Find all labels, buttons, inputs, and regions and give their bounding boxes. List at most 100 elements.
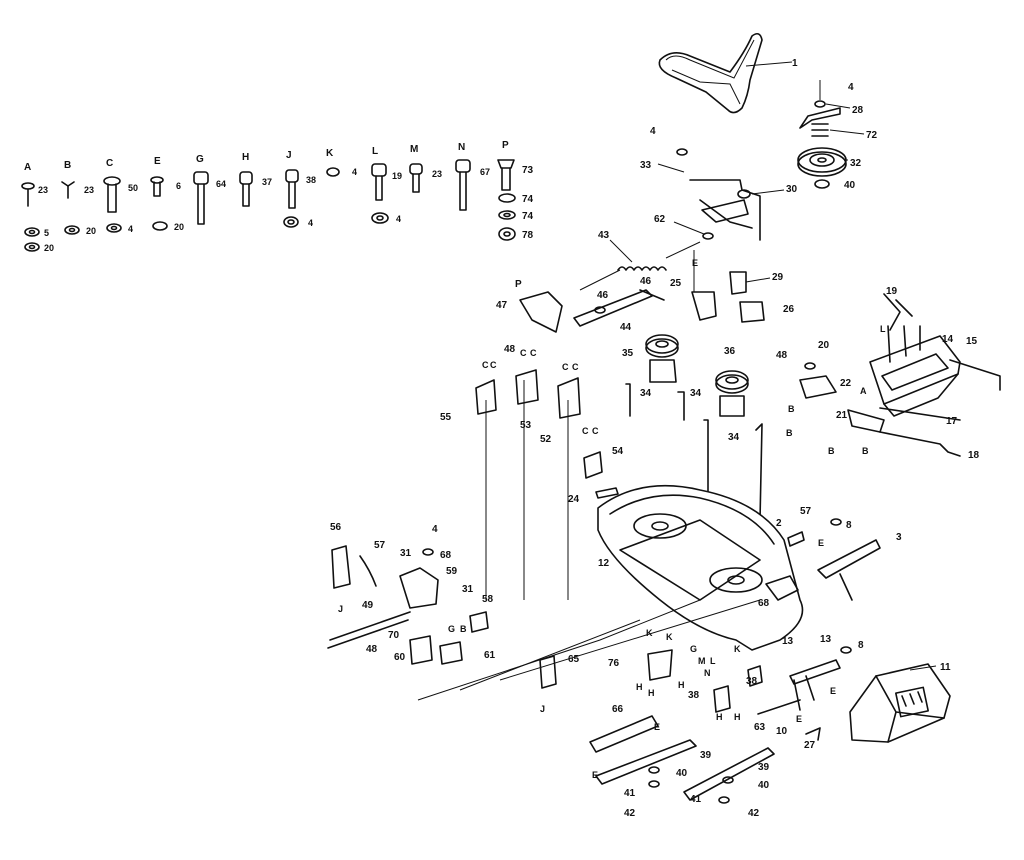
qty-g: 64: [216, 179, 226, 189]
spindle-pulley-35: [645, 334, 679, 383]
tag-c4: C: [530, 348, 537, 358]
hardware-letter-a: A: [24, 162, 31, 173]
callout-bracket-54: 54: [612, 446, 624, 457]
hardware-kit: A B C E G H J K L M N P 23 23 50 6 64 37…: [21, 140, 534, 253]
callout-part-70: 70: [388, 630, 400, 641]
tag-c5: C: [562, 362, 569, 372]
callout-part-22: 22: [840, 378, 852, 389]
callout-part-20: 20: [818, 340, 830, 351]
tag-g: G: [690, 644, 697, 654]
callout-bracket-14: 14: [942, 334, 954, 345]
qty-a: 23: [38, 185, 48, 195]
nut-icon: [498, 227, 516, 241]
callout-rod-48-right: 48: [776, 350, 788, 361]
qty-nut-78: 78: [522, 230, 534, 241]
hardware-letter-k: K: [326, 148, 334, 159]
tag-c: C: [482, 360, 489, 370]
hardware-letter-m: M: [410, 144, 418, 155]
part-65: [539, 655, 557, 689]
alignment-lines: [417, 380, 761, 701]
bracket-26: [739, 301, 765, 323]
callout-nut-8: 8: [858, 640, 864, 651]
callout-part-13b: 13: [820, 634, 832, 645]
idler-bracket: [689, 179, 761, 241]
bolt-m-icon: [409, 163, 423, 193]
callout-pin-31: 31: [400, 548, 412, 559]
callout-spindle-34b: 34: [690, 388, 702, 399]
tag-b4: B: [786, 428, 793, 438]
qty-washer-74: 74: [522, 194, 534, 205]
tag-e2: E: [654, 722, 660, 732]
bolt-n-icon: [455, 159, 471, 211]
callout-blade-39b: 39: [758, 762, 770, 773]
qty-e: 6: [176, 181, 181, 191]
callout-baffle-24: 24: [568, 494, 580, 505]
tag-l: L: [710, 656, 716, 666]
callout-bracket-25: 25: [670, 278, 682, 289]
tag-e: E: [592, 770, 598, 780]
callout-part-72: 72: [866, 130, 878, 141]
tag-c6: C: [572, 362, 579, 372]
qty-washer-20: 20: [86, 226, 96, 236]
callout-bolt-42: 42: [624, 808, 636, 819]
callout-part-61: 61: [484, 650, 496, 661]
callout-letter-l: L: [880, 324, 886, 334]
callout-part-16: 19: [886, 286, 898, 297]
callout-letter-p: P: [515, 279, 522, 290]
qty-h: 37: [262, 177, 272, 187]
tag-e5: E: [818, 538, 824, 548]
callout-bracket-28: 28: [852, 105, 864, 116]
tag-b5: B: [460, 624, 467, 634]
bracket-25: [691, 250, 717, 321]
baffle-24: [595, 487, 619, 499]
callout-spindle-34c: 34: [728, 432, 740, 443]
shield-76: [647, 649, 673, 681]
bolt-g-icon: [193, 171, 209, 225]
nut-icon: [283, 216, 299, 228]
callout-nut-4-left: 4: [432, 524, 438, 535]
callout-nut-4: 4: [650, 126, 656, 137]
qty-n: 67: [480, 167, 490, 177]
hardware-letter-l: L: [372, 146, 378, 157]
tag-h5: H: [734, 712, 741, 722]
tag-j2: J: [540, 704, 545, 714]
spindle-pulley-36: [715, 370, 749, 417]
baffle-57-right: [787, 531, 805, 547]
callout-rod-48-left: 48: [366, 644, 378, 655]
callout-part-63: 63: [754, 722, 766, 733]
callout-rod-44: 44: [620, 322, 632, 333]
qty-j: 38: [306, 175, 316, 185]
washer-icon: [106, 223, 122, 233]
callout-part-26: 26: [783, 304, 795, 315]
bolt-l-icon: [371, 163, 387, 201]
hardware-letter-c: C: [106, 158, 113, 169]
callout-part-21: 21: [836, 410, 848, 421]
part-66: [589, 715, 659, 753]
drive-belt: [658, 32, 763, 114]
qty-l: 19: [392, 171, 402, 181]
bolt-h-icon: [239, 171, 253, 207]
deck-housing: [597, 484, 804, 651]
hardware-letter-g: G: [196, 154, 204, 165]
left-linkage: [327, 545, 489, 665]
tag-h: H: [636, 682, 643, 692]
hardware-letter-h: H: [242, 152, 249, 163]
callout-part-12: 12: [598, 558, 610, 569]
callout-part-27: 27: [804, 740, 816, 751]
lower-right-parts: [713, 646, 852, 741]
tag-m: M: [698, 656, 706, 666]
washer-icon: [64, 225, 80, 235]
tag-e3: E: [796, 714, 802, 724]
tag-k: K: [646, 628, 653, 638]
qty-p: 73: [522, 165, 534, 176]
bolt-j-icon: [285, 169, 299, 209]
washer-icon: [152, 221, 168, 231]
screw-a-icon: [21, 182, 35, 207]
callout-part-65: 65: [568, 654, 580, 665]
callout-washer-40b: 40: [758, 780, 770, 791]
callout-pin-46b: 46: [640, 276, 652, 287]
blade-spindles: [625, 383, 763, 521]
callout-washer-41: 41: [624, 788, 636, 799]
washer-icon: [24, 227, 40, 237]
